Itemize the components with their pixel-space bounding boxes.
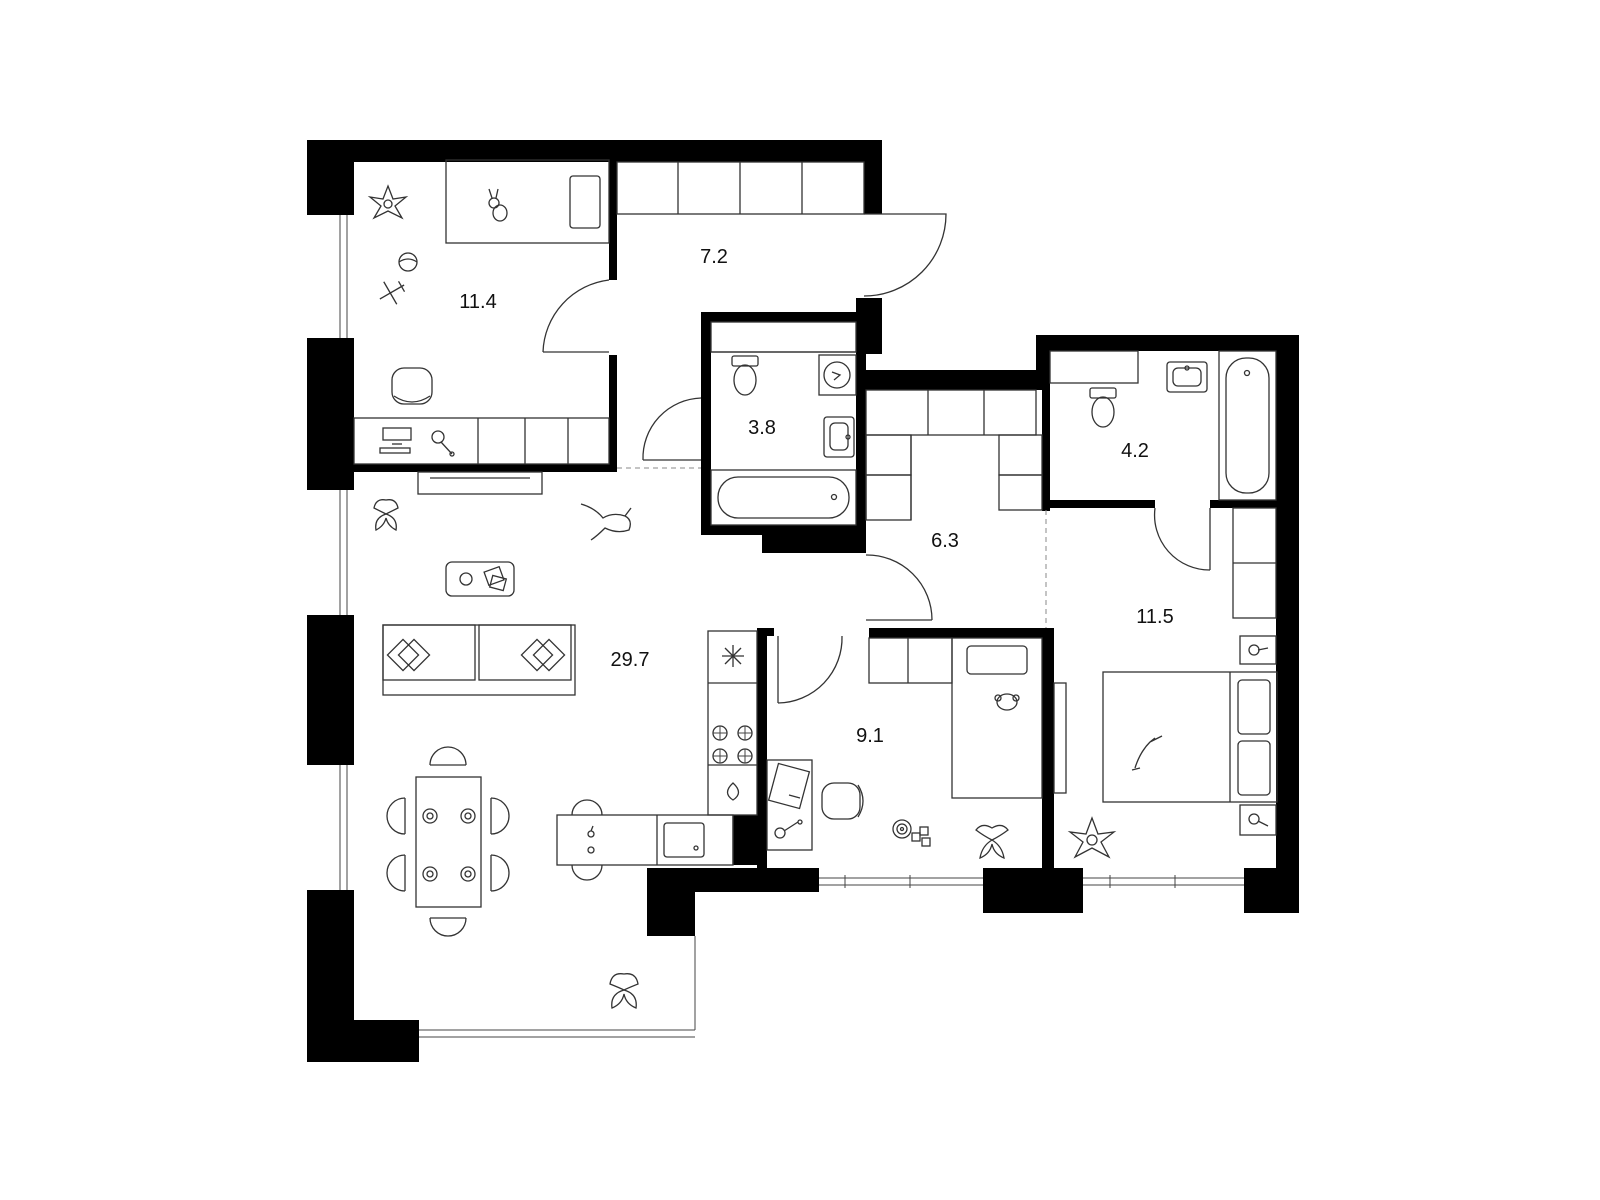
chair-icon (391, 367, 433, 405)
room-area-hallway: 7.2 (700, 246, 728, 268)
toilet-icon-2 (1089, 387, 1117, 428)
sofa-icon (382, 624, 576, 696)
coffee-table-icon (445, 561, 515, 597)
letter-blocks-icon (911, 826, 931, 847)
cat-icon-2 (580, 503, 632, 541)
room-labels: 11.4 7.2 3.8 6.3 4.2 11.5 29.7 9.1 (459, 246, 1173, 747)
cat-icon (1131, 735, 1163, 771)
sink-icon (823, 416, 855, 458)
desk-icon (766, 759, 813, 851)
hallway-wardrobe (616, 161, 865, 215)
hood-icon (726, 782, 740, 801)
kitchen-counter (556, 630, 758, 866)
room-area-living-kitchen: 29.7 (611, 649, 650, 671)
room-area-bedroom: 11.5 (1136, 606, 1173, 628)
dining-table-icon (386, 746, 510, 937)
plant-icon (367, 184, 409, 220)
bathroom-1-fixtures (710, 321, 857, 526)
toilet-icon (731, 355, 759, 396)
fridge-icon (722, 645, 744, 667)
chair-icon-2 (821, 782, 864, 820)
nightstand-icon (1239, 635, 1277, 665)
bar-stools-icon (571, 799, 603, 881)
toy-rabbit-icon (488, 188, 508, 222)
corridor-wardrobes (865, 389, 1043, 521)
bathtub-icon (710, 469, 857, 526)
sink-icon-2 (1166, 361, 1208, 393)
walls (307, 140, 1299, 1062)
ball-icon (398, 252, 418, 272)
kitchen-sink-icon (663, 822, 705, 858)
room-area-bathroom-2: 4.2 (1121, 440, 1149, 462)
plant-icon-3 (975, 824, 1009, 860)
bedroom-furniture (1053, 507, 1278, 859)
computer-icon (379, 427, 412, 454)
living-kitchen-furniture (373, 471, 758, 1009)
nightstand-icon-2 (1239, 804, 1277, 836)
bathtub-icon-2 (1218, 350, 1277, 501)
toy-icon (994, 693, 1020, 711)
plant-icon-4 (373, 499, 399, 531)
windows (339, 215, 1244, 1038)
room-area-corridor: 6.3 (931, 530, 959, 552)
doors (542, 213, 1211, 704)
plant-icon-2 (1067, 816, 1117, 859)
bathroom-2-fixtures (1049, 350, 1277, 501)
stove-icon (712, 725, 753, 764)
plant-icon-5 (609, 973, 639, 1009)
washing-machine-icon (818, 354, 857, 396)
lamp-icon (431, 430, 455, 457)
lamp-icon-2 (774, 819, 803, 839)
room-area-study-room: 9.1 (856, 725, 884, 747)
room-area-kids-room: 11.4 (459, 291, 496, 313)
room-area-bathroom-1: 3.8 (748, 417, 776, 439)
toy-plane-icon (379, 280, 406, 305)
study-room-furniture (766, 637, 1043, 860)
kids-room-furniture (353, 159, 610, 465)
target-toy-icon (892, 819, 912, 839)
